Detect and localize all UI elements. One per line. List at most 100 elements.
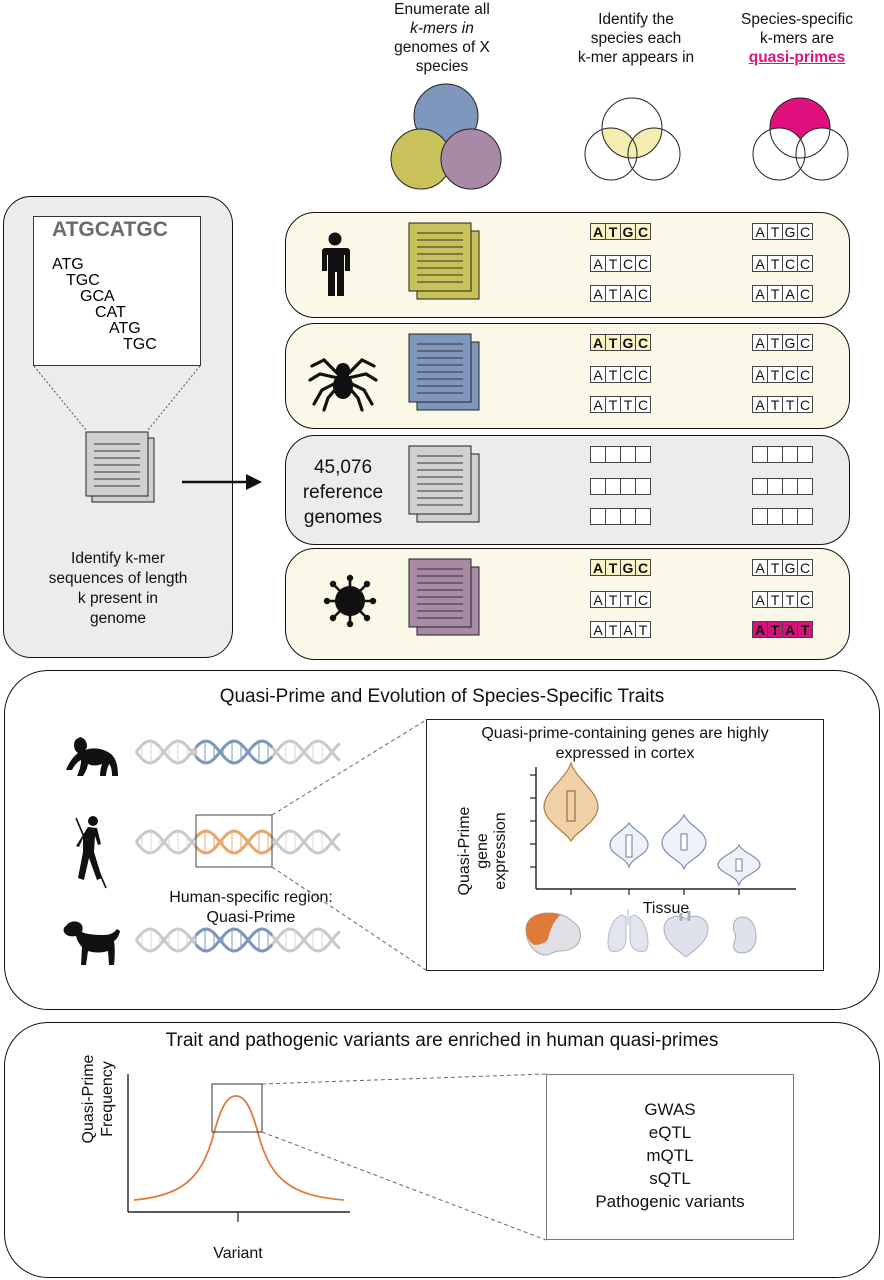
region-label-line-2: Quasi-Prime: [206, 909, 296, 926]
kmer-base: C: [635, 223, 651, 240]
reference-genomes-line-3: genomes: [303, 507, 383, 528]
kmer-base: [797, 508, 813, 525]
kmer-base: C: [620, 255, 636, 272]
human-icon: [322, 232, 350, 296]
genome-document-icon: [408, 222, 480, 300]
kmer-base: C: [797, 366, 813, 383]
step2-caption: Identify the species each k-mer appears …: [566, 10, 706, 67]
genome-caption-line-4: genome: [89, 610, 146, 627]
evolution-title: Quasi-Prime and Evolution of Species-Spe…: [219, 686, 665, 707]
reference-genomes-label: 45,076 reference genomes: [288, 455, 398, 530]
spider-icon: [308, 358, 378, 412]
three-circles-icon: [390, 83, 502, 190]
zoom-lines: [33, 365, 262, 490]
kmer-species-cell: [590, 478, 651, 495]
kmer-base: C: [635, 255, 651, 272]
variant-list-item-2: eQTL: [648, 1123, 692, 1142]
kmer-base: [635, 508, 651, 525]
sequence-title: ATGCATGC: [52, 218, 168, 241]
genome-caption: Identify k-mer sequences of length k pre…: [18, 549, 218, 629]
inset-title: Quasi-prime-containing genes are highly …: [426, 724, 824, 764]
kmer-2: TGC: [66, 272, 100, 289]
kmer-specific-cell: [752, 478, 813, 495]
dna-strands: [134, 739, 341, 953]
kmer-4: CAT: [95, 304, 126, 321]
kmer-base: T: [767, 334, 783, 351]
variant-list-box: [546, 1074, 794, 1240]
genome-document-icon: [85, 431, 155, 503]
variant-title: Trait and pathogenic variants are enrich…: [165, 1030, 719, 1051]
kmer-base: C: [635, 559, 651, 576]
kmer-species-cell: [590, 446, 651, 463]
variant-list-item-4: sQTL: [649, 1169, 691, 1188]
kmer-base: T: [767, 366, 783, 383]
venn-unique-icon: [752, 97, 849, 181]
dna-strand-highlight: [194, 829, 274, 855]
step1-line-3: genomes of X: [394, 39, 490, 56]
kmer-base: T: [620, 396, 636, 413]
kmer-base: C: [797, 559, 813, 576]
dna-strand-highlight: [194, 927, 274, 953]
inset-xlabel: Tissue: [643, 900, 690, 917]
kmer-base: C: [797, 396, 813, 413]
step3-line-2: k-mers are: [759, 30, 835, 47]
kmer-base: [797, 446, 813, 463]
step2-line-3: k-mer appears in: [577, 49, 695, 66]
kmer-base: C: [797, 285, 813, 302]
step1-line-1: Enumerate all: [394, 1, 490, 18]
variant-list-item-1: GWAS: [644, 1100, 696, 1119]
kmer-base: C: [797, 334, 813, 351]
inset-zoom-lines: [195, 719, 427, 971]
kmer-species-cell: [590, 508, 651, 525]
venn-shared-icon: [584, 97, 681, 181]
dog-icon: [63, 921, 120, 965]
inset-title-line-1: Quasi-prime-containing genes are highly: [481, 725, 769, 742]
kmer-specific-cell: [752, 446, 813, 463]
kmer-base: [635, 478, 651, 495]
kmer-base: C: [635, 334, 651, 351]
reference-genomes-line-2: reference: [302, 482, 384, 503]
variant-xlabel: Variant: [213, 1245, 263, 1262]
kmer-base: [635, 446, 651, 463]
frequency-curve: [133, 1095, 345, 1201]
genome-document-icon: [408, 333, 480, 411]
kmer-base: T: [797, 621, 813, 638]
violin-plot: Tissue: [525, 760, 796, 958]
kmer-specific-cell: [752, 508, 813, 525]
step2-line-1: Identify the: [598, 11, 674, 28]
kmer-base: C: [635, 366, 651, 383]
dna-strand-highlight: [194, 739, 274, 765]
step1-caption: Enumerate all k-mers in genomes of X spe…: [378, 0, 506, 76]
step3-line-1: Species-specific: [741, 11, 853, 28]
chimpanzee-icon: [66, 737, 118, 776]
kmer-1: ATG: [52, 256, 84, 273]
heart-icon: [663, 911, 709, 958]
brain-icon: [525, 912, 581, 956]
kmer-base: C: [797, 591, 813, 608]
kmer-base: C: [797, 223, 813, 240]
quasi-primes-link[interactable]: quasi-primes: [748, 49, 846, 66]
dna-strand-highlight: [194, 739, 274, 765]
variant-list-item-3: mQTL: [646, 1146, 694, 1165]
kmer-base: T: [635, 621, 651, 638]
kmer-sequence-box: [33, 216, 201, 366]
kmer-3: GCA: [80, 288, 115, 305]
kmer-base: C: [635, 396, 651, 413]
kmer-base: C: [635, 591, 651, 608]
kmer-base: A: [752, 591, 768, 608]
variant-panel: [4, 1022, 880, 1278]
kmer-base: C: [797, 255, 813, 272]
kmer-6: TGC: [123, 336, 157, 353]
